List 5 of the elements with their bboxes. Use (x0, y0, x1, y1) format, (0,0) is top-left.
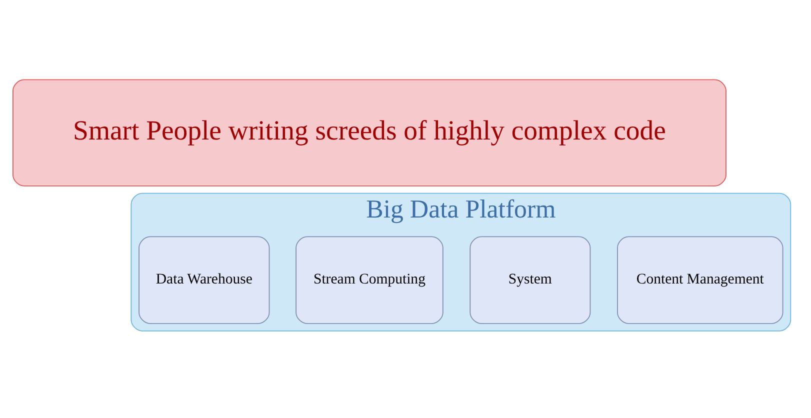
node-box: Smart People writing screeds of highly complex code (12, 79, 726, 186)
node-box: Stream Computing (296, 236, 444, 324)
node-box: System (470, 236, 591, 324)
node-box: Data Warehouse (138, 236, 270, 324)
node-box: Content Management (617, 236, 784, 324)
